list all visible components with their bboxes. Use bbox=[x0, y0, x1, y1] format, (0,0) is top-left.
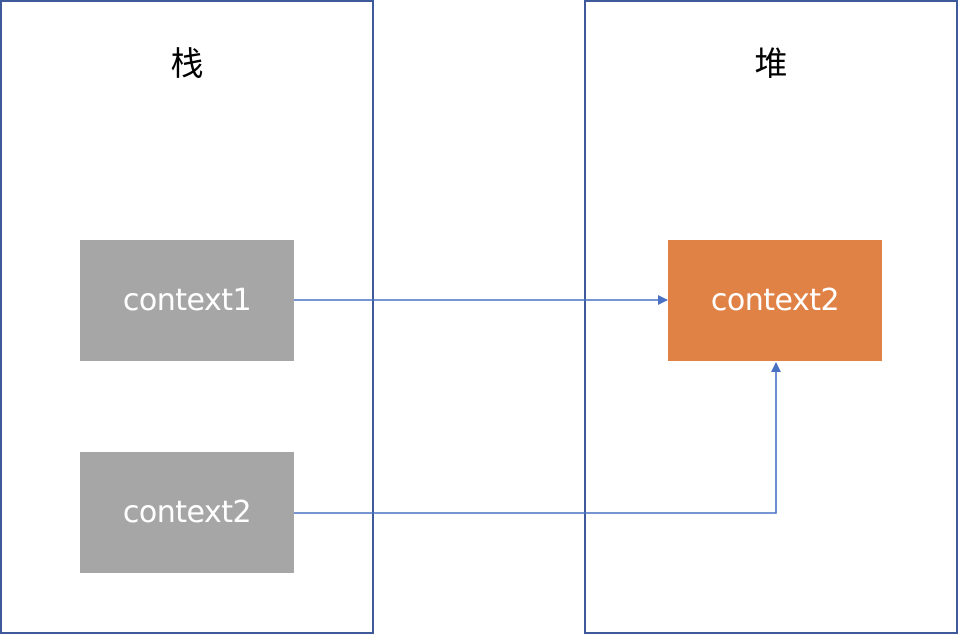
stack-item-label: context2 bbox=[122, 495, 252, 530]
stack-item-context1: context1 bbox=[80, 240, 294, 361]
stack-panel-title: 栈 bbox=[170, 44, 204, 83]
stack-item-context2: context2 bbox=[80, 452, 294, 573]
heap-item-context2: context2 bbox=[668, 240, 882, 361]
stack-item-label: context1 bbox=[122, 283, 252, 318]
heap-panel-title: 堆 bbox=[754, 44, 788, 83]
heap-item-label: context2 bbox=[710, 283, 840, 318]
